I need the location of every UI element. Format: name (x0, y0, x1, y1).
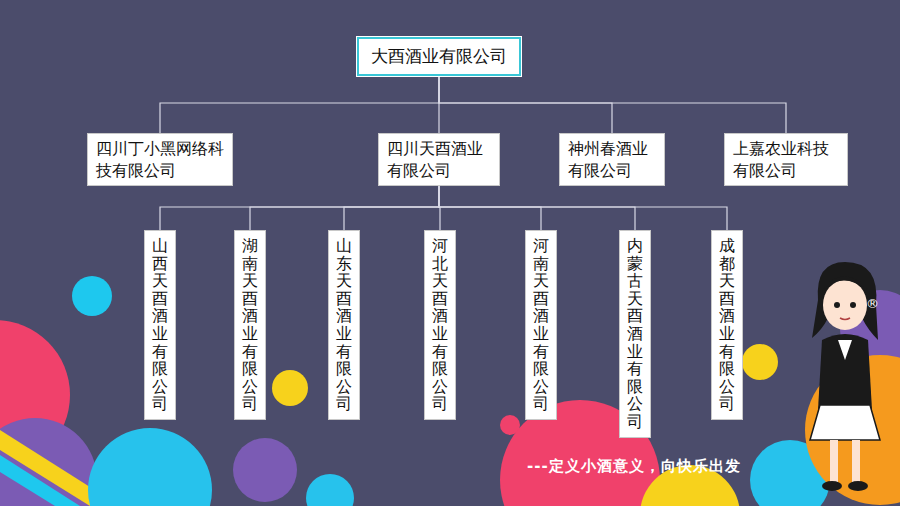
slogan: ---定义小酒意义，向快乐出发 (527, 457, 741, 476)
company-box: 上嘉农业科技有限公司 (724, 133, 848, 186)
company-name: 河北天酉酒业有限公司 (432, 237, 448, 413)
branch-company-box: 山东天酉酒业有限公司 (328, 230, 360, 420)
company-box: 神州春酒业有限公司 (559, 133, 665, 186)
root-company-box: 大酉酒业有限公司 (357, 37, 521, 76)
company-name: 四川丁小黑网络科技有限公司 (96, 138, 224, 181)
cartoon-girl (810, 262, 880, 491)
org-connector (439, 76, 612, 133)
company-name: 成都天酉酒业有限公司 (719, 237, 735, 413)
org-connector (439, 186, 541, 230)
company-name: 河南天酉酒业有限公司 (533, 237, 549, 413)
company-box: 四川丁小黑网络科技有限公司 (87, 133, 233, 186)
branch-company-box: 河北天酉酒业有限公司 (424, 230, 456, 420)
registered-mark: ® (866, 296, 879, 311)
company-box: 四川天酉酒业有限公司 (378, 133, 500, 186)
org-connector (439, 186, 635, 230)
org-connector (160, 186, 439, 230)
org-connector (160, 76, 439, 133)
company-name: 神州春酒业有限公司 (568, 138, 656, 181)
branch-company-box: 成都天酉酒业有限公司 (711, 230, 743, 420)
branch-company-box: 山西天酉酒业有限公司 (144, 230, 176, 420)
branch-company-box: 湖南天酉酒业有限公司 (234, 230, 266, 420)
org-connector (250, 186, 439, 230)
company-name: 湖南天酉酒业有限公司 (242, 237, 258, 413)
company-name: 山西天酉酒业有限公司 (152, 237, 168, 413)
company-name: 上嘉农业科技有限公司 (733, 138, 839, 181)
branch-company-box: 河南天酉酒业有限公司 (525, 230, 557, 420)
org-connector (439, 76, 786, 133)
org-connector (344, 186, 439, 230)
branch-company-box: 内蒙古天酉酒业有限公司 (619, 230, 651, 438)
company-name: 四川天酉酒业有限公司 (387, 138, 491, 181)
company-name: 山东天酉酒业有限公司 (336, 237, 352, 413)
company-name: 内蒙古天酉酒业有限公司 (627, 237, 643, 431)
company-name: 大酉酒业有限公司 (371, 45, 507, 68)
org-connector (439, 186, 727, 230)
